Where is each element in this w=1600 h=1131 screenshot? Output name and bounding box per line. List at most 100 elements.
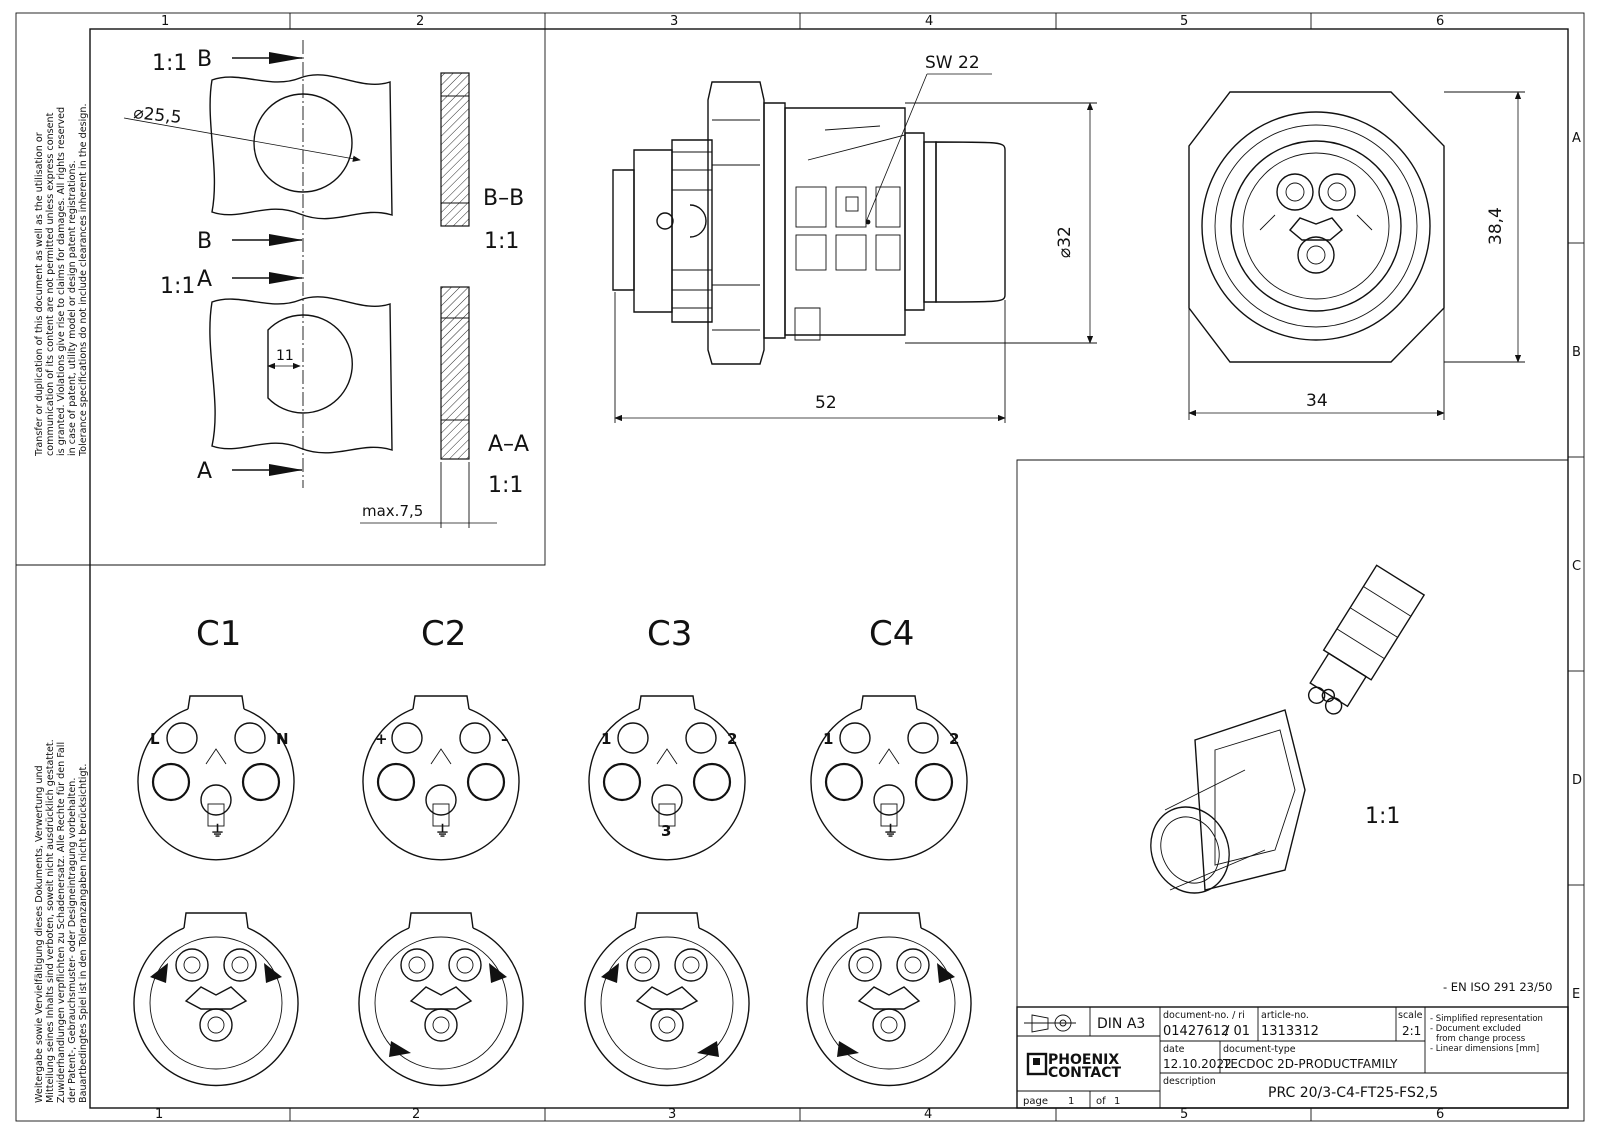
coding-c4: C4 1 2 ⏚	[806, 614, 972, 1087]
date-label: date	[1163, 1044, 1185, 1055]
paper-format: DIN A3	[1097, 1016, 1145, 1032]
of-label: of	[1096, 1096, 1106, 1107]
pin-marking: L	[150, 730, 160, 748]
pin-marking: ⏚	[883, 822, 898, 840]
row-label-c: C	[1572, 559, 1581, 574]
document-type: TECDOC 2D-PRODUCTFAMILY	[1222, 1057, 1398, 1071]
column-label-1: 1	[161, 14, 169, 29]
column-label-6: 6	[1436, 14, 1444, 29]
side-diameter-dim: ⌀32	[1055, 226, 1075, 258]
article-number-label: article-no.	[1261, 1010, 1309, 1021]
svg-text:Weitergabe sowie Vervielfältig: Weitergabe sowie Vervielfältigung dieses…	[34, 765, 45, 1103]
pin-marking: –	[501, 730, 509, 748]
column-label-2-bottom: 2	[412, 1107, 420, 1122]
scale-label: scale	[1398, 1010, 1423, 1021]
pin-marking: ⏚	[435, 822, 450, 840]
svg-text:der Patent-, Gebrauchsmuster-: der Patent-, Gebrauchsmuster- oder Desig…	[67, 778, 78, 1103]
section-aa-scale: 1:1	[488, 473, 523, 498]
svg-text:communication of its content a: communication of its content are not per…	[45, 112, 56, 456]
section-marker-b-bottom: B	[197, 229, 212, 254]
panel-plate-a	[209, 296, 393, 454]
svg-text:CONTACT: CONTACT	[1048, 1065, 1121, 1081]
wrench-size-label: SW 22	[925, 53, 980, 73]
cutout-diameter-dim: ⌀25,5	[132, 103, 182, 128]
column-label-1-bottom: 1	[155, 1107, 163, 1122]
section-aa-label: A–A	[488, 432, 529, 457]
note-1: - Simplified representation	[1430, 1014, 1543, 1024]
svg-text:PHOENIX: PHOENIX	[1048, 1052, 1119, 1068]
legal-notice-de: Weitergabe sowie Vervielfältigung dieses…	[34, 739, 89, 1103]
panel-cutout: 1:1 B B 1:1 A A ⌀25,5 11 B–B 1:1 A–A 1:1…	[90, 29, 546, 566]
legal-notice-en: Transfer or duplication of this document…	[34, 104, 89, 458]
section-marker-b-top: B	[197, 47, 212, 72]
column-label-5-bottom: 5	[1180, 1107, 1188, 1122]
coding-c2: C2+–⏚	[358, 614, 524, 1087]
cutout-a-scale: 1:1	[160, 274, 195, 299]
pin-marking: +	[375, 730, 388, 748]
front-width-dim: 34	[1306, 391, 1328, 411]
svg-text:Zuwiderhandlungen verpflichten: Zuwiderhandlungen verpflichten zu Schade…	[56, 742, 67, 1103]
pin-marking: ⏚	[210, 822, 225, 840]
column-label-6-bottom: 6	[1436, 1107, 1444, 1122]
coding-label: C1	[196, 614, 241, 654]
drawing-frame: 1 2 3 4 5 6 1 2 3 4 5 6 A B C D E	[15, 12, 1585, 1122]
article-number: 1313312	[1261, 1024, 1319, 1039]
document-type-label: document-type	[1223, 1044, 1296, 1055]
cutout-b-scale: 1:1	[152, 51, 187, 76]
front-height-dim: 38,4	[1486, 207, 1506, 245]
column-label-5: 5	[1180, 14, 1188, 29]
phoenix-contact-logo: PHOENIX CONTACT	[1026, 1052, 1121, 1081]
section-marker-a-bottom: A	[197, 459, 212, 484]
pin-marking: 3	[661, 822, 671, 840]
coding-label: C4	[869, 614, 914, 654]
svg-text:Mitteilung seines Inhalts sind: Mitteilung seines Inhalts sind verboten,…	[45, 739, 56, 1103]
panel-nut	[707, 81, 765, 365]
description: PRC 20/3-C4-FT25-FS2,5	[1268, 1085, 1438, 1101]
standard-note: - EN ISO 291 23/50	[1443, 980, 1552, 994]
description-label: description	[1163, 1076, 1216, 1087]
section-aa-profile	[440, 286, 470, 460]
section-marker-a-top: A	[197, 267, 212, 292]
front-view: 38,4 34	[1188, 91, 1525, 420]
scale-value: 2:1	[1402, 1024, 1421, 1038]
section-bb-scale: 1:1	[484, 229, 519, 254]
isometric-view: 1:1 - EN ISO 291 23/50	[1016, 459, 1568, 1007]
max-thickness-dim: max.7,5	[362, 502, 423, 520]
hex-nut-outline	[1188, 91, 1445, 363]
page-label: page	[1023, 1096, 1048, 1107]
panel-plate-b	[209, 74, 393, 220]
front-sleeve	[935, 141, 1006, 303]
svg-text:in case of patent, utility mod: in case of patent, utility model or desi…	[67, 160, 78, 456]
row-label-a: A	[1572, 131, 1581, 146]
page-total: 1	[1114, 1096, 1120, 1107]
pin-marking: 1	[823, 730, 833, 748]
column-label-3: 3	[670, 14, 678, 29]
svg-text:is granted. Violations give ri: is granted. Violations give rise to clai…	[56, 107, 67, 456]
column-label-4: 4	[925, 14, 933, 29]
column-label-2: 2	[416, 14, 424, 29]
title-block: DIN A3 PHOENIX CONTACT page 1 of 1 docum…	[1016, 1006, 1569, 1109]
document-revision: / 01	[1225, 1024, 1250, 1039]
column-label-4-bottom: 4	[924, 1107, 932, 1122]
page-number: 1	[1068, 1096, 1074, 1107]
coding-label: C3	[647, 614, 692, 654]
svg-text:Transfer or duplication of thi: Transfer or duplication of this document…	[34, 132, 45, 457]
flat-cutout	[267, 314, 353, 414]
pin-marking: 2	[949, 730, 959, 748]
cutout-flat-dim: 11	[276, 348, 294, 364]
section-bb-profile	[440, 72, 470, 227]
pin-marking: N	[276, 730, 289, 748]
note-4: - Linear dimensions [mm]	[1430, 1044, 1539, 1054]
side-view: SW 22 ⌀32 52	[612, 53, 1097, 423]
svg-text:Bauartbedingtes Spiel ist in d: Bauartbedingtes Spiel ist in den Toleran…	[78, 764, 89, 1103]
body-windows	[795, 186, 901, 271]
column-label-3-bottom: 3	[668, 1107, 676, 1122]
projection-symbol	[1024, 1014, 1076, 1033]
svg-text:Tolerance specifications do no: Tolerance specifications do not include …	[78, 104, 89, 458]
note-2: - Document excluded	[1430, 1024, 1521, 1034]
isometric-scale: 1:1	[1365, 804, 1400, 829]
row-label-b: B	[1572, 345, 1581, 360]
document-number: 01427612	[1163, 1024, 1229, 1039]
